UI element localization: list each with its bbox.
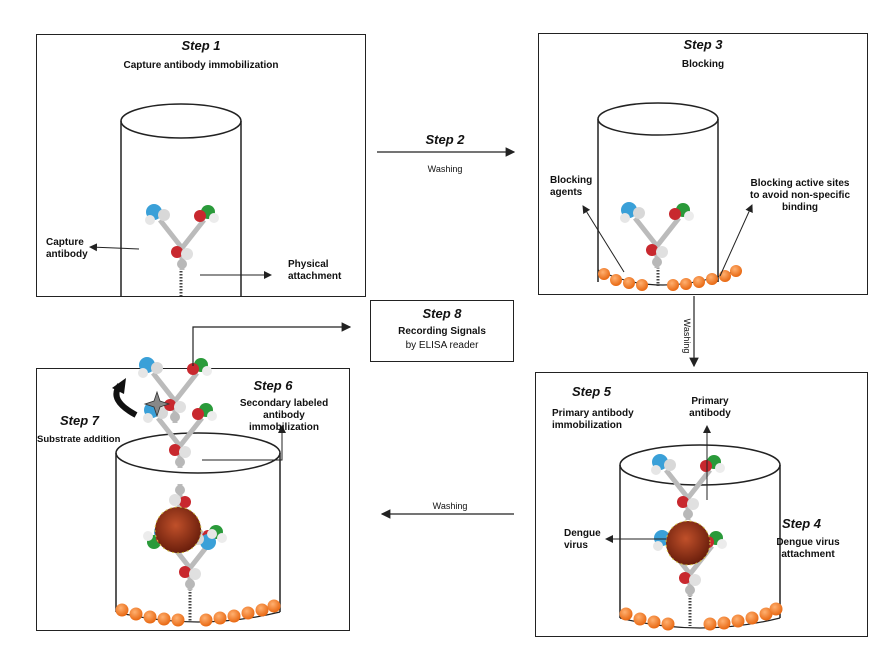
step4-label: Step 4 <box>782 516 822 531</box>
capture-antibody-label: Capture antibody <box>46 237 88 260</box>
physical-attachment-label: Physical attachment <box>288 259 342 282</box>
step7-label: Step 7 <box>60 413 100 428</box>
arrow-to-step8 <box>192 322 352 366</box>
blocking-beads <box>598 265 742 291</box>
step3-label: Step 3 <box>683 37 723 52</box>
blocking-sites-label: Blocking active sites to avoid non-speci… <box>750 178 851 213</box>
primary-antibody-label: Primary antibody <box>689 396 731 419</box>
cylinder-step6 <box>112 357 281 627</box>
step6-title: Secondary labeled antibody immobilizatio… <box>239 398 329 433</box>
step1-title: Capture antibody immobilization <box>123 60 279 71</box>
step1-label: Step 1 <box>181 38 221 53</box>
washing-down-label: Washing <box>682 318 692 354</box>
blocking-agents-label: Blocking agents <box>550 175 593 198</box>
panel-step5 <box>535 372 868 637</box>
panel-step1 <box>36 34 366 297</box>
panel-step8 <box>370 300 514 362</box>
bottom-beads <box>619 602 783 631</box>
step2-washing-label: Washing <box>427 164 463 174</box>
step8-subtitle: by ELISA reader <box>405 340 479 351</box>
step5-label: Step 5 <box>572 384 612 399</box>
dengue-virus-label: Dengue virus <box>564 528 601 551</box>
enzyme-star-icon <box>143 390 171 418</box>
washing-left-label: Washing <box>432 501 468 511</box>
step5-title: Primary antibody immobilization <box>552 408 634 431</box>
bottom-beads <box>115 599 281 627</box>
panel-step3 <box>538 33 868 295</box>
step4-title: Dengue virus attachment <box>776 537 840 560</box>
step8-title: Recording Signals <box>398 326 486 337</box>
step6-label: Step 6 <box>253 378 293 393</box>
step8-label: Step 8 <box>422 306 462 321</box>
step3-title: Blocking <box>681 59 725 70</box>
cylinder-step1 <box>120 103 242 296</box>
step2-label: Step 2 <box>425 132 465 147</box>
step7-title: Substrate addition <box>37 434 121 445</box>
cylinder-step5 <box>619 444 783 631</box>
cylinder-step3 <box>597 102 742 291</box>
